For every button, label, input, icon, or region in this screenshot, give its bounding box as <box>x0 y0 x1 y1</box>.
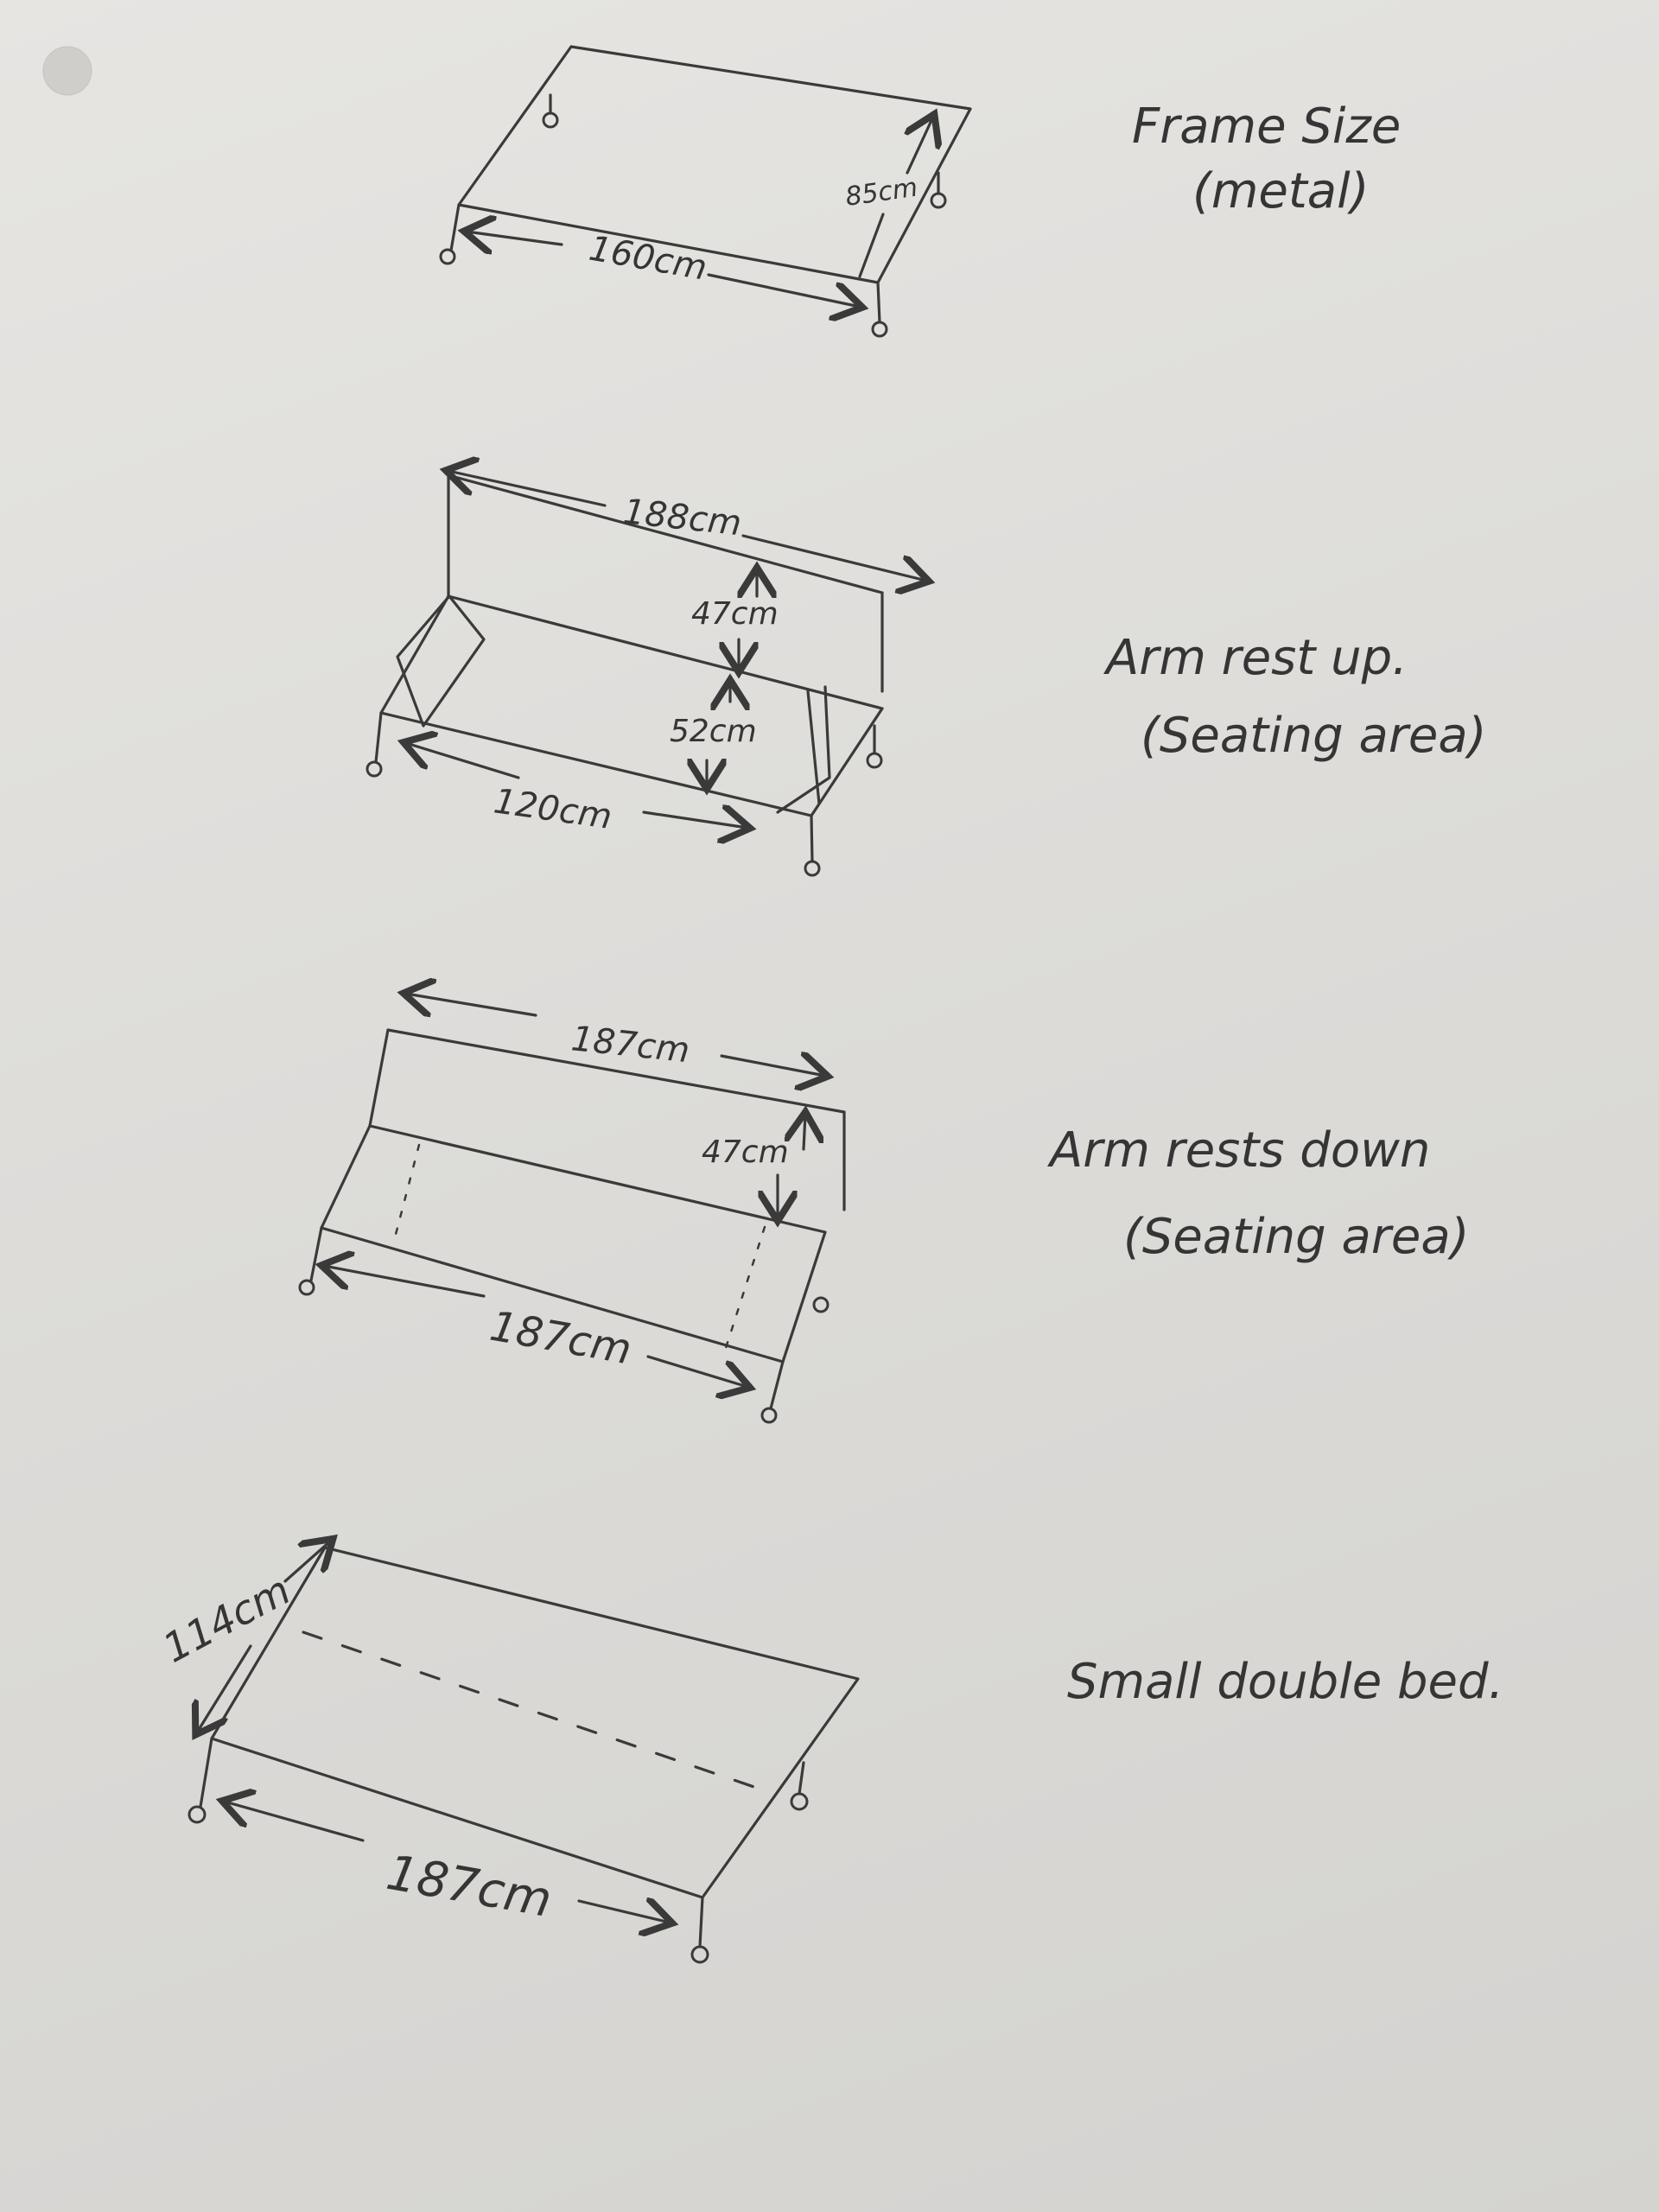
bed-depth-label: 114cm <box>156 1567 298 1672</box>
arm-up-seat-label: 52cm <box>670 714 757 749</box>
arm-down-subtitle: (Seating area) <box>1123 1209 1469 1265</box>
hole-punch <box>42 46 92 96</box>
frame-width-label: 160cm <box>586 229 709 289</box>
arm-down-top-label: 187cm <box>569 1019 691 1071</box>
frame-sketch: 160cm 85cm <box>439 45 972 338</box>
arm-up-back-label: 47cm <box>691 596 779 632</box>
bed-front-label: 187cm <box>383 1845 556 1929</box>
bed-title: Small double bed. <box>1067 1654 1503 1710</box>
frame-title: Frame Size <box>1132 99 1401 155</box>
arm-up-title: Arm rest up. <box>1103 630 1408 686</box>
arm-down-back-label: 47cm <box>702 1135 789 1170</box>
arm-up-top-label: 188cm <box>621 492 743 543</box>
arm-rest-up-sketch: 188cm 47cm 52cm 120cm <box>365 471 926 877</box>
frame-depth-label: 85cm <box>843 173 919 213</box>
arm-up-front-label: 120cm <box>492 781 614 837</box>
arm-rests-down-sketch: 187cm 47cm 187cm <box>298 994 846 1424</box>
arm-down-title: Arm rests down <box>1047 1122 1430 1179</box>
bed-sketch: 114cm 187cm <box>156 1541 860 1964</box>
arm-up-subtitle: (Seating area) <box>1141 708 1486 764</box>
frame-subtitle: (metal) <box>1192 163 1370 219</box>
